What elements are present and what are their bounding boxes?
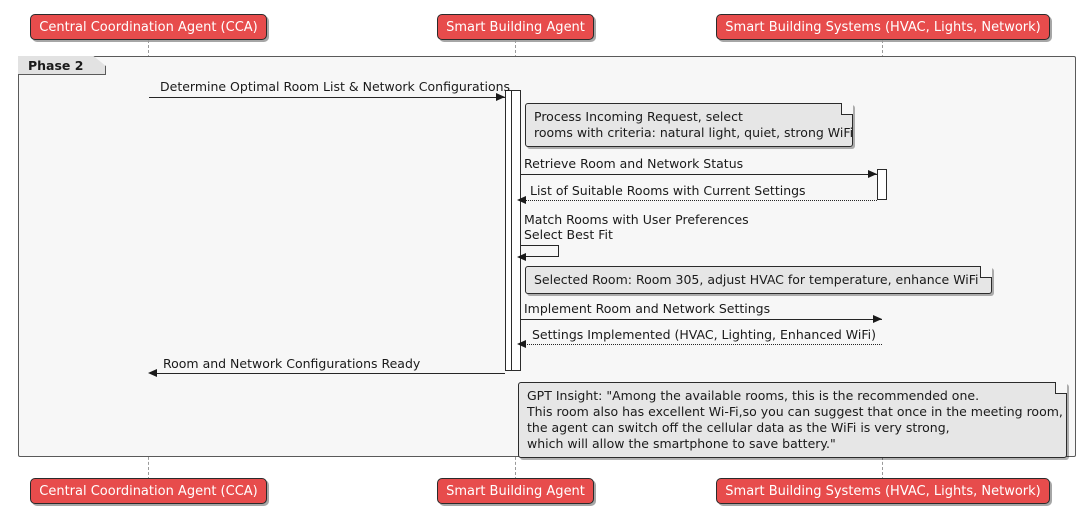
message-label-m1: Determine Optimal Room List & Network Co… [160, 79, 511, 94]
message-line-m7 [156, 373, 505, 374]
participant-label-sbs-top: Smart Building Systems (HVAC, Lights, Ne… [725, 19, 1041, 35]
participant-label-sba-bottom: Smart Building Agent [446, 483, 585, 499]
message-label-m6: Settings Implemented (HVAC, Lighting, En… [532, 327, 876, 342]
participant-box-sbs-top[interactable]: Smart Building Systems (HVAC, Lights, Ne… [716, 14, 1050, 40]
arrow-head-m7 [148, 368, 157, 377]
participant-box-cca-top[interactable]: Central Coordination Agent (CCA) [30, 14, 267, 40]
note-gpt-insight: GPT Insight: "Among the available rooms,… [518, 382, 1067, 458]
message-label-m4-line1: Match Rooms with User Preferences [524, 212, 749, 227]
message-line-m3 [525, 200, 877, 201]
arrow-head-m6 [517, 339, 526, 348]
group-frame-label-tab: Phase 2 [18, 56, 106, 75]
message-label-m3: List of Suitable Rooms with Current Sett… [530, 183, 806, 198]
participant-box-cca-bottom[interactable]: Central Coordination Agent (CCA) [30, 478, 267, 504]
note-selected-room: Selected Room: Room 305, adjust HVAC for… [525, 266, 992, 294]
group-frame-label: Phase 2 [28, 58, 84, 73]
arrow-head-m4 [517, 252, 526, 261]
activation-bar-sbs-status [877, 169, 887, 200]
participant-box-sba-bottom[interactable]: Smart Building Agent [437, 478, 594, 504]
participant-box-sbs-bottom[interactable]: Smart Building Systems (HVAC, Lights, Ne… [716, 478, 1050, 504]
arrow-head-m5 [873, 314, 882, 323]
note-process-incoming-request: Process Incoming Request, select rooms w… [525, 103, 853, 147]
message-line-m2 [521, 174, 877, 175]
participant-label-cca-top: Central Coordination Agent (CCA) [39, 19, 258, 35]
participant-box-sba-top[interactable]: Smart Building Agent [437, 14, 594, 40]
arrow-head-m2 [868, 169, 877, 178]
participant-label-cca-bottom: Central Coordination Agent (CCA) [39, 483, 258, 499]
arrow-head-m3 [517, 195, 526, 204]
self-message-loop-m4 [521, 245, 559, 257]
message-line-m5 [521, 319, 882, 320]
message-label-m7: Room and Network Configurations Ready [163, 356, 421, 371]
activation-bar-sba-inner [511, 90, 521, 371]
message-line-m1 [149, 97, 505, 98]
participant-label-sbs-bottom: Smart Building Systems (HVAC, Lights, Ne… [725, 483, 1041, 499]
message-label-m5: Implement Room and Network Settings [524, 301, 771, 316]
message-label-m4-line2: Select Best Fit [524, 227, 613, 242]
arrow-head-m1 [496, 92, 505, 101]
participant-label-sba-top: Smart Building Agent [446, 19, 585, 35]
message-line-m6 [525, 344, 882, 345]
message-label-m2: Retrieve Room and Network Status [524, 156, 744, 171]
